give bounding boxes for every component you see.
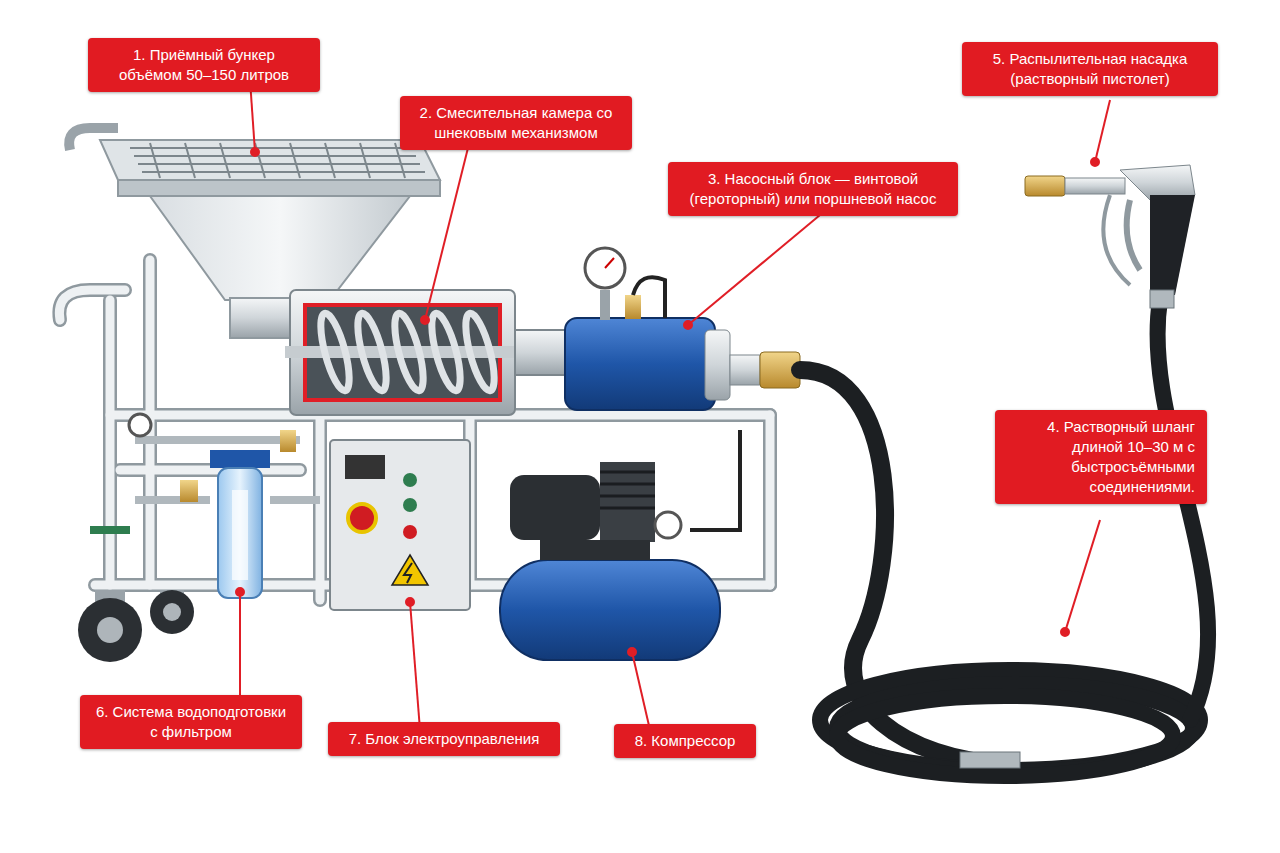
compressor [500,430,740,660]
caster-wheels [78,590,194,662]
spray-gun [1025,165,1195,308]
mortar-hose [800,300,1208,776]
callout-text: 7. Блок электроуправления [340,729,548,749]
callout-text: 3. Насосный блок — винтовой (героторный)… [680,169,946,209]
callout-text: 4. Растворный шланг длиной 10–30 м с быс… [1007,417,1195,497]
callout-text: 2. Смесительная камера со шнековым механ… [412,103,620,143]
water-system [90,414,320,598]
callout-box: 7. Блок электроуправления [328,722,560,756]
callout-box: 8. Компрессор [614,724,756,758]
callout-text: 8. Компрессор [626,731,744,751]
callout-box: 4. Растворный шланг длиной 10–30 м с быс… [995,410,1207,504]
callout-text: 5. Распылительная насадка (растворный пи… [974,49,1206,89]
callout-text: 1. Приёмный бункер объёмом 50–150 литров [100,45,308,85]
callout-box: 3. Насосный блок — винтовой (героторный)… [668,162,958,216]
callout-box: 1. Приёмный бункер объёмом 50–150 литров [88,38,320,92]
control-box [330,440,470,610]
leader-lines [236,80,1110,730]
callout-box: 5. Распылительная насадка (растворный пи… [962,42,1218,96]
callout-text: 6. Система водоподготовки с фильтром [92,702,290,742]
callout-box: 6. Система водоподготовки с фильтром [80,695,302,749]
pump-unit [565,248,800,410]
callout-box: 2. Смесительная камера со шнековым механ… [400,96,632,150]
